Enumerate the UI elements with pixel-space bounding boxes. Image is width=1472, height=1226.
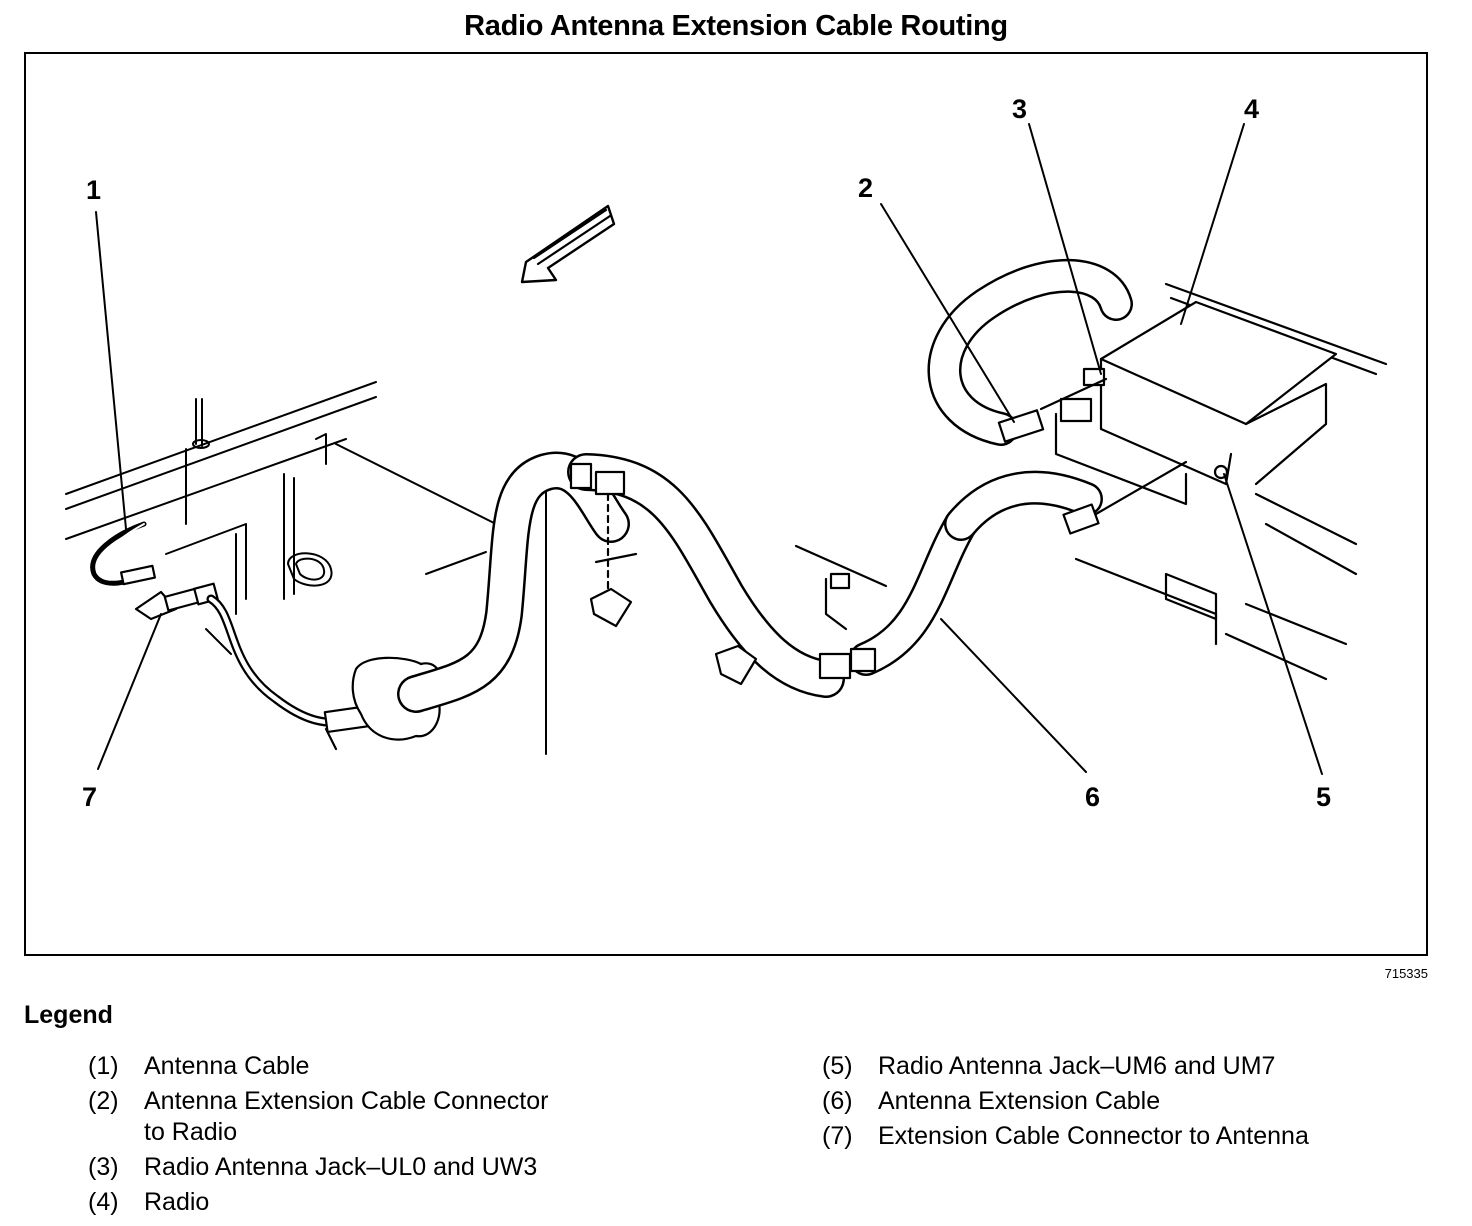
legend-number: (7) xyxy=(822,1122,853,1150)
legend-text: Antenna Extension Cable Connector to Rad… xyxy=(144,1087,549,1146)
callout-1: 1 xyxy=(86,175,101,205)
leader-lines xyxy=(95,123,1323,775)
legend-item: (7) Extension Cable Connector to Antenna xyxy=(822,1121,1442,1152)
legend-number: (4) xyxy=(88,1188,119,1216)
legend-number: (6) xyxy=(822,1087,853,1115)
legend-item: (1) Antenna Cable xyxy=(88,1051,728,1082)
radio-jack-connectors xyxy=(997,367,1229,535)
extension-connector-to-antenna xyxy=(134,582,219,621)
figure-id: 715335 xyxy=(1384,966,1428,981)
callout-4: 4 xyxy=(1244,94,1259,124)
antenna-extension-cable xyxy=(206,258,1133,751)
routing-illustration: 1 2 3 4 5 6 7 xyxy=(65,94,1388,812)
legend-text: Radio xyxy=(144,1188,210,1216)
antenna-cable xyxy=(90,521,156,586)
legend-item: (2) Antenna Extension Cable Connector to… xyxy=(88,1086,728,1148)
legend-text: Radio Antenna Jack–UL0 and UW3 xyxy=(144,1153,538,1181)
diagram-frame: 1 2 3 4 5 6 7 xyxy=(24,52,1428,956)
body-panel-structure xyxy=(65,381,547,755)
radio-unit xyxy=(1054,282,1388,681)
callout-6: 6 xyxy=(1085,782,1100,812)
legend-item: (5) Radio Antenna Jack–UM6 and UM7 xyxy=(822,1051,1442,1082)
legend-number: (1) xyxy=(88,1052,119,1080)
legend-number: (5) xyxy=(822,1052,853,1080)
legend-column-right: (5) Radio Antenna Jack–UM6 and UM7 (6) A… xyxy=(822,1051,1442,1156)
legend-item: (6) Antenna Extension Cable xyxy=(822,1086,1442,1117)
legend-text: Antenna Cable xyxy=(144,1052,310,1080)
callout-5: 5 xyxy=(1316,782,1331,812)
cable-retainers xyxy=(589,492,888,686)
legend-item: (4) Radio xyxy=(88,1187,728,1218)
forward-arrow-icon xyxy=(520,204,616,284)
legend-column-left: (1) Antenna Cable (2) Antenna Extension … xyxy=(88,1051,728,1222)
callout-3: 3 xyxy=(1012,94,1027,124)
callout-7: 7 xyxy=(82,782,97,812)
legend-text: Extension Cable Connector to Antenna xyxy=(878,1122,1309,1150)
callout-2: 2 xyxy=(858,173,873,203)
legend-text: Radio Antenna Jack–UM6 and UM7 xyxy=(878,1052,1276,1080)
legend-number: (3) xyxy=(88,1153,119,1181)
legend-text: Antenna Extension Cable xyxy=(878,1087,1161,1115)
legend-number: (2) xyxy=(88,1087,119,1115)
diagram-title: Radio Antenna Extension Cable Routing xyxy=(464,10,1008,42)
legend-heading: Legend xyxy=(24,1001,113,1029)
legend-item: (3) Radio Antenna Jack–UL0 and UW3 xyxy=(88,1152,728,1183)
